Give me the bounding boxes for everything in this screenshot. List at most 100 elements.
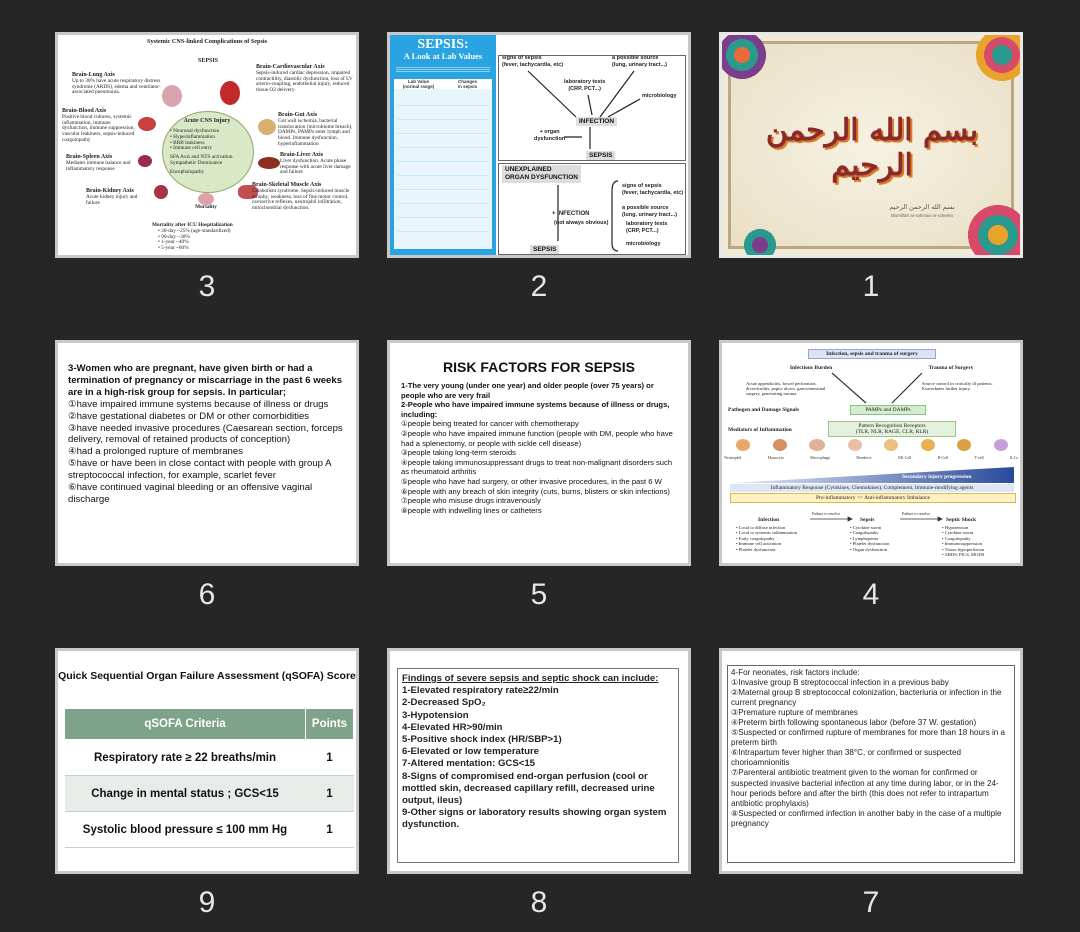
list-item: ③people taking long-term steroids: [401, 448, 516, 458]
nk-cell-icon: [884, 439, 899, 451]
table-row: Respiratory rate ≥ 22 breaths/min 1: [64, 739, 354, 776]
mortality-label: Mortality: [195, 204, 217, 210]
blue-title: SEPSIS:: [417, 37, 469, 52]
list-item: • Cytokine storm: [942, 530, 974, 536]
criteria-cell: Systolic blood pressure ≤ 100 mm Hg: [64, 811, 306, 848]
col-criteria: qSOFA Criteria: [64, 708, 306, 740]
list-item: ⑦people who misuse drugs intravenously: [401, 496, 541, 506]
t-cell-icon: [957, 439, 972, 451]
slide-4-arrows: [831, 372, 923, 404]
col-points: Points: [305, 708, 354, 740]
burden-text: Acute appendicitis, bowel perforation, d…: [746, 381, 826, 396]
slide-thumbnail-8[interactable]: Findings of severe sepsis and septic sho…: [387, 648, 691, 874]
list-item: ⑤people who have had surgery, or other i…: [401, 476, 662, 486]
slide-number-6: 6: [198, 578, 216, 611]
list-item: • Immune cell activation: [736, 541, 782, 547]
list-item: • Coagulopathy: [850, 530, 879, 536]
center-item: • Hyperinflammation: [170, 133, 215, 140]
slide-number-3: 3: [198, 270, 216, 303]
mediators-label: Mediators of Inflammation: [728, 427, 792, 433]
balance-bar: Pro-inflammatory >> Anti-inflammatory Im…: [730, 493, 1016, 503]
label-plus-infection: + INFECTION: [552, 211, 590, 217]
slide-thumbnail-7[interactable]: 4-For neonates, risk factors include: ①I…: [719, 648, 1023, 874]
stage-infection: Infection: [758, 517, 780, 523]
list-item: ①Invasive group B streptococcal infectio…: [731, 678, 949, 688]
list-item: ⑤Suspected or confirmed rupture of membr…: [731, 728, 1006, 748]
stage-arrows: [810, 516, 943, 522]
list-item: • Cytokine storm: [850, 525, 882, 530]
infection-box: INFECTION: [576, 117, 618, 126]
slide-thumbnail-5[interactable]: RISK FACTORS FOR SEPSIS 1-The very young…: [387, 340, 691, 566]
list-item: • Coagulopathy: [942, 535, 971, 541]
diagram-bottom-box: [498, 163, 686, 255]
mortality-title: Mortality after ICU Hospitalization: [152, 222, 233, 228]
list-item: ⑧people with indwelling lines or cathete…: [401, 505, 542, 515]
slide-thumbnail-2[interactable]: SEPSIS: A Look at Lab Values Lab Value (…: [387, 32, 691, 258]
findings-box: Findings of severe sepsis and septic sho…: [397, 668, 679, 863]
secondary-label: Secondary injury progression: [902, 474, 972, 480]
slide-thumbnail-9[interactable]: Quick Sequential Organ Failure Assessmen…: [55, 648, 359, 874]
list-item: 9-Other signs or laboratory results show…: [402, 807, 667, 831]
label-lab-2: laboratory tests (CRP, PCT...): [626, 221, 668, 234]
slide-3-center-circle: [162, 111, 254, 193]
center-item: Encephalopathy: [170, 168, 205, 175]
list-item: ⑥have continued vaginal bleeding or an o…: [68, 482, 313, 505]
unexplained-box: UNEXPLAINED ORGAN DYSFUNCTION: [502, 165, 581, 183]
slide-5-title: RISK FACTORS FOR SEPSIS: [443, 359, 635, 375]
slide-thumbnail-1[interactable]: بسم الله الرحمن الرحيم بسم الله الرحمن ا…: [719, 32, 1023, 258]
center-item: • Neuronal dysfunction: [170, 128, 220, 134]
stage-septic-shock: Septic Shock: [946, 517, 977, 523]
blood-icon: [138, 117, 156, 131]
pathogen-label: Pathogen and Damage Signals: [728, 407, 800, 413]
slide-3-top-label: SEPSIS: [197, 58, 218, 64]
slide-thumbnail-4[interactable]: Infection, sepsis and trauma of surgery …: [719, 340, 1023, 566]
slide-number-5: 5: [530, 578, 548, 611]
list-item: • Lymphopenia: [850, 535, 879, 541]
mortality-item: • 1-year ~40%: [158, 239, 189, 246]
label-not-always: (not always obvious): [554, 220, 609, 226]
points-cell: 1: [305, 739, 354, 776]
slide-5-content: 1-The very young (under one year) and ol…: [390, 375, 688, 515]
stage-sepsis: Sepsis: [860, 517, 875, 523]
brain-icon: [198, 193, 214, 205]
qsofa-table: qSOFA Criteria Points Respiratory rate ≥…: [64, 708, 354, 848]
slide-4-title: Infection, sepsis and trauma of surgery: [808, 349, 936, 359]
calligraphy: بسم الله الرحمن الرحيم: [765, 113, 979, 183]
list-item: 6-Elevated or low temperature: [402, 746, 540, 758]
list-item: 3-Hypotension: [402, 709, 469, 721]
slide-number-1: 1: [862, 270, 880, 303]
list-item: 1-Elevated respiratory rate≥22/min: [402, 685, 559, 697]
slide-thumbnail-3[interactable]: Systemic CNS-linked Complications of Sep…: [55, 32, 359, 258]
list-item: • Platelet dysfunction: [850, 541, 890, 547]
trauma-text: Source control in critically ill patient…: [922, 381, 993, 391]
small-arabic: بسم الله الرحمن الرحيم: [889, 203, 955, 211]
mortality-box: Mortality after ICU Hospitalization • 30…: [152, 222, 302, 252]
list-item: 4-Elevated HR>90/min: [402, 721, 503, 733]
dendritic-icon: [847, 439, 862, 451]
prr-box: Pattern Recognition Receptors (TLR, NLR,…: [828, 421, 956, 437]
list-item: • ARDS, PICS, MODS: [942, 552, 985, 558]
slide-9-title: Quick Sequential Organ Failure Assessmen…: [58, 670, 356, 682]
cell-label: T-cell: [974, 455, 984, 460]
center-item: SFA Axis and NTS activation: [170, 154, 233, 161]
small-latin: Bismillah ar-rahman ar-raheem: [890, 213, 954, 218]
paragraph-1: 1-The very young (under one year) and ol…: [401, 381, 654, 400]
slide-number-9: 9: [198, 886, 216, 919]
slide-3-center-list: • Neuronal dysfunction • Hyperinflammati…: [170, 128, 250, 176]
mortality-item: • 5-year ~60%: [158, 245, 189, 252]
list-item: • Immunosuppression: [942, 541, 983, 547]
cell-label: B-Cell: [937, 455, 949, 460]
mortality-item: • 30-day ~25% (age-standardized): [158, 227, 231, 234]
slide-thumbnail-6[interactable]: 3-Women who are pregnant, have given bir…: [55, 340, 359, 566]
fail-label-1: Failure to resolve: [812, 511, 840, 516]
gut-icon: [258, 119, 276, 135]
sepsis-box-2: SEPSIS: [530, 245, 560, 254]
list-item: • Organ dysfunction: [850, 546, 887, 552]
trauma-label: Trauma of Surgery: [928, 365, 974, 371]
table-row: Change in mental status ; GCS<15 1: [64, 775, 354, 812]
